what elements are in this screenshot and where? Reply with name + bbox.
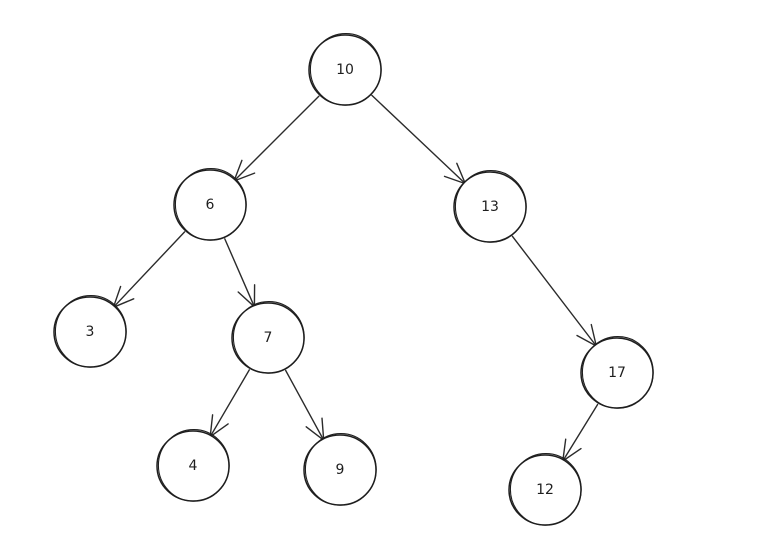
edge-7-to-4 xyxy=(209,369,250,438)
node-circle-outline xyxy=(232,301,305,374)
tree-node-13: 13 xyxy=(453,170,527,243)
node-circle-outline xyxy=(309,33,382,106)
tree-node-12: 12 xyxy=(508,453,582,526)
node-label: 10 xyxy=(336,62,354,78)
tree-node-4: 4 xyxy=(156,429,230,502)
edge-line xyxy=(371,94,466,185)
node-circle-outline xyxy=(54,295,127,368)
tree-node-17: 17 xyxy=(580,336,654,409)
tree-node-10: 10 xyxy=(308,33,382,106)
tree-node-3: 3 xyxy=(53,295,127,368)
edge-17-to-12 xyxy=(562,403,599,462)
arrowhead-icon xyxy=(305,417,325,441)
node-circle-outline xyxy=(454,170,527,243)
edge-line xyxy=(209,369,250,438)
node-label: 3 xyxy=(86,324,95,340)
node-label: 4 xyxy=(189,458,198,474)
node-circle-outline xyxy=(581,336,654,409)
node-circle-outline xyxy=(509,453,582,526)
node-label: 7 xyxy=(264,330,273,346)
edge-line xyxy=(285,369,325,441)
node-label: 9 xyxy=(336,462,345,478)
edge-line xyxy=(112,231,186,308)
tree-node-9: 9 xyxy=(303,433,377,506)
node-label: 12 xyxy=(536,482,554,498)
edge-line xyxy=(224,238,256,308)
node-label: 6 xyxy=(206,197,215,213)
edge-13-to-17 xyxy=(511,235,597,347)
node-label: 17 xyxy=(608,365,626,381)
edge-7-to-9 xyxy=(285,369,325,441)
node-circle-outline xyxy=(174,168,247,241)
edge-10-to-13 xyxy=(371,94,466,185)
edge-line xyxy=(233,95,320,182)
node-circle-outline xyxy=(304,433,377,506)
edge-6-to-7 xyxy=(224,238,256,308)
tree-node-7: 7 xyxy=(231,301,305,374)
edge-line xyxy=(562,403,599,462)
edges-layer xyxy=(112,94,599,462)
node-circle-outline xyxy=(157,429,230,502)
edge-line xyxy=(511,235,597,347)
edge-10-to-6 xyxy=(233,95,320,182)
node-label: 13 xyxy=(481,199,499,215)
tree-node-6: 6 xyxy=(173,168,247,241)
nodes-layer: 10 6 13 3 7 17 4 9 12 xyxy=(53,33,654,526)
edge-6-to-3 xyxy=(112,231,186,308)
